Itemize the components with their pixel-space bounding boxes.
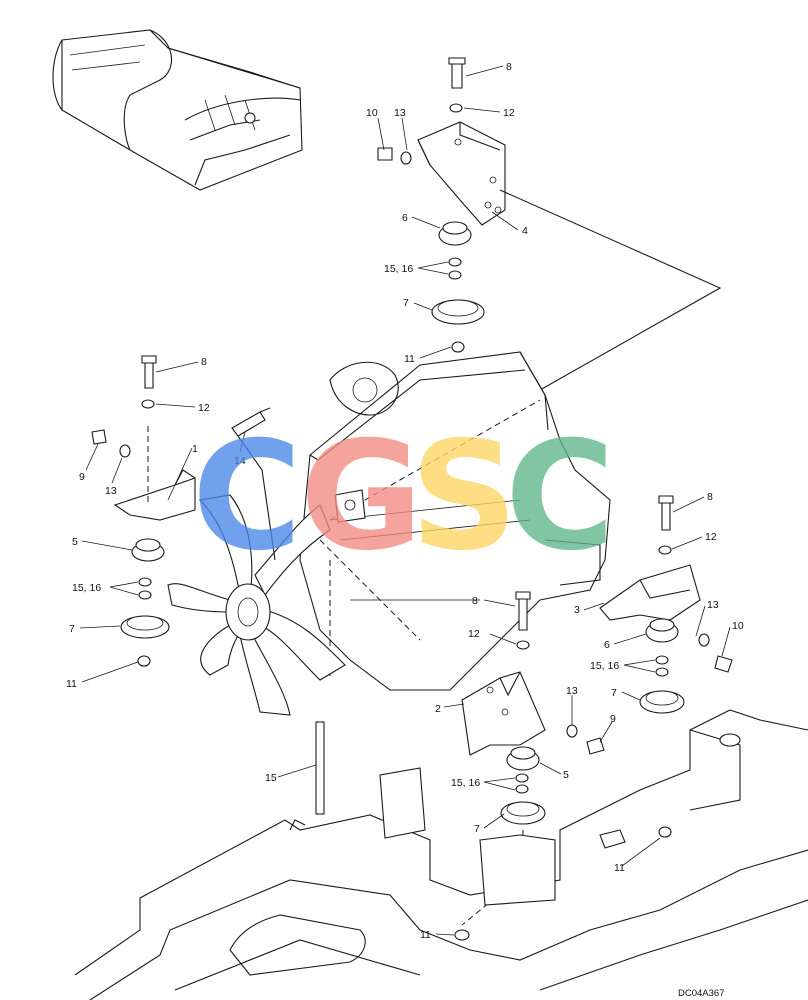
- callout-15-16: 15, 16: [451, 777, 480, 789]
- callout-4: 4: [522, 225, 528, 237]
- callout-12: 12: [468, 628, 480, 640]
- callout-7: 7: [403, 297, 409, 309]
- callout-6: 6: [604, 639, 610, 651]
- callout-11: 11: [66, 678, 77, 690]
- callout-11: 11: [614, 862, 625, 874]
- leader-lines: [79, 65, 731, 936]
- watermark-letter-g: G: [300, 410, 423, 584]
- callout-5: 5: [72, 536, 78, 548]
- front-right-mount-assembly: [599, 495, 733, 714]
- callout-7: 7: [611, 687, 617, 699]
- callout-6: 6: [402, 212, 408, 224]
- callout-15-16: 15, 16: [72, 582, 101, 594]
- callout-10: 10: [732, 620, 744, 632]
- drawing-code: DC04A367: [678, 988, 724, 999]
- callout-7: 7: [474, 823, 480, 835]
- cgsc-watermark: C G S C: [192, 410, 615, 584]
- callout-12: 12: [503, 107, 515, 119]
- callout-13: 13: [105, 485, 117, 497]
- front-left-mount-assembly: [91, 355, 196, 667]
- callout-15-16: 15, 16: [384, 263, 413, 275]
- callout-12: 12: [705, 531, 717, 543]
- callout-13: 13: [394, 107, 406, 119]
- callout-8: 8: [201, 356, 207, 368]
- machine-overview-illustration: [52, 29, 303, 191]
- callout-11: 11: [420, 929, 431, 941]
- engine-block: [299, 351, 611, 691]
- callout-8: 8: [707, 491, 713, 503]
- callout-9: 9: [610, 713, 616, 725]
- callout-11: 11: [404, 353, 415, 365]
- callout-14: 14: [234, 455, 246, 467]
- callout-13: 13: [707, 599, 719, 611]
- long-stud: [315, 721, 325, 815]
- callout-15-16: 15, 16: [590, 660, 619, 672]
- callout-3: 3: [574, 604, 580, 616]
- callout-12: 12: [198, 402, 210, 414]
- callout-labels: 8 12 10 13 4 6 15, 16 7 11 8 12 9 13 1 1…: [66, 61, 744, 941]
- watermark-letter-s: S: [410, 410, 518, 584]
- callout-8: 8: [472, 595, 478, 607]
- watermark-letter-c: C: [505, 410, 615, 584]
- rear-mount-bracket-assembly: [377, 57, 722, 391]
- callout-1: 1: [192, 443, 198, 455]
- callout-9: 9: [79, 471, 85, 483]
- callout-10: 10: [366, 107, 378, 119]
- cooling-fan: [167, 494, 346, 716]
- callout-15: 15: [265, 772, 277, 784]
- callout-2: 2: [435, 703, 441, 715]
- callout-8: 8: [506, 61, 512, 73]
- machine-frame: [74, 709, 808, 1000]
- front-center-mount-assembly: [454, 591, 605, 941]
- callout-5: 5: [563, 769, 569, 781]
- callout-13: 13: [566, 685, 578, 697]
- watermark-letter-c: C: [192, 410, 302, 584]
- callout-7: 7: [69, 623, 75, 635]
- temperature-sensor: [231, 407, 276, 561]
